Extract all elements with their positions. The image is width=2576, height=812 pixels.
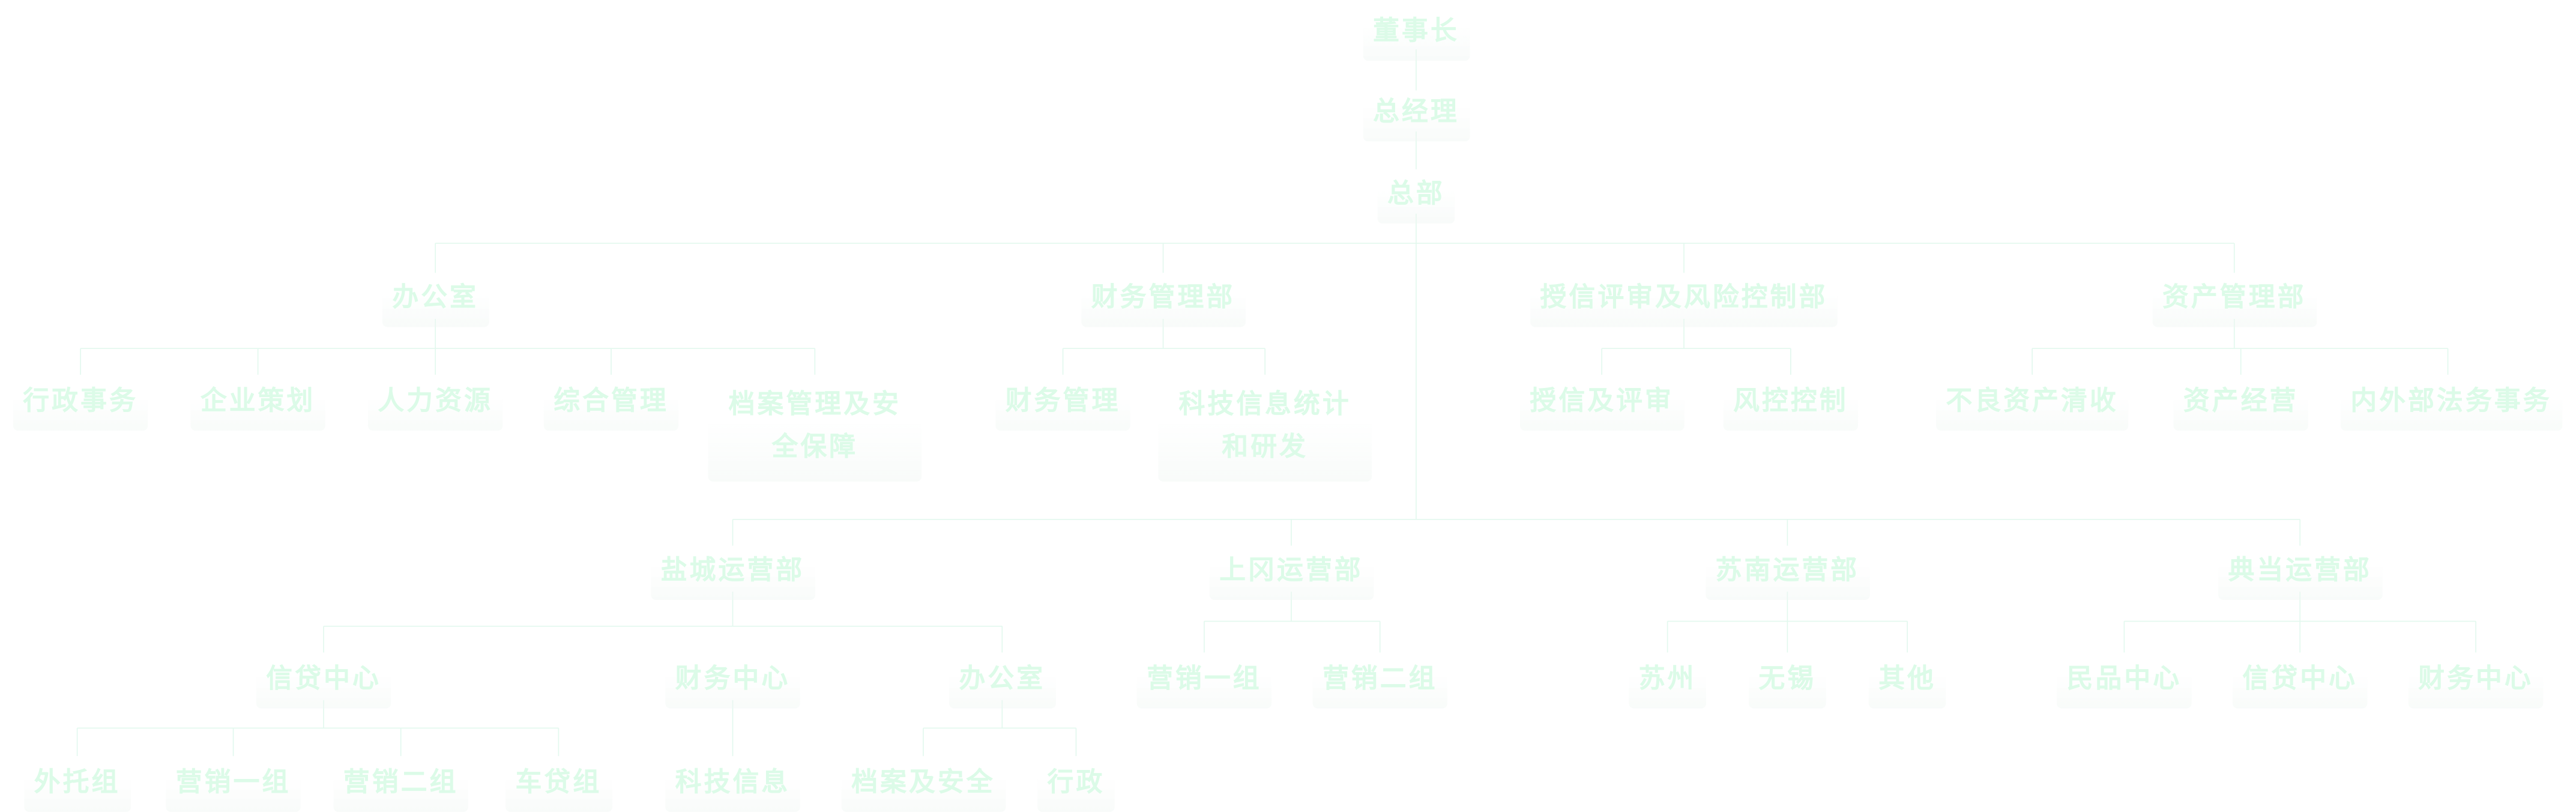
node-chairman[interactable]: 董事长 xyxy=(1363,5,1470,61)
node-yc-office[interactable]: 办公室 xyxy=(949,652,1055,709)
node-yc-sales-group-1[interactable]: 营销一组 xyxy=(166,756,301,812)
node-administration[interactable]: 行政 xyxy=(1037,756,1115,812)
node-finance-dept[interactable]: 财务管理部 xyxy=(1081,271,1245,327)
node-credit-review[interactable]: 授信及评审 xyxy=(1520,374,1684,431)
node-outsourcing-group[interactable]: 外托组 xyxy=(24,756,130,812)
node-yc-credit-center[interactable]: 信贷中心 xyxy=(256,652,391,709)
node-headquarters[interactable]: 总部 xyxy=(1377,168,1455,224)
node-other[interactable]: 其他 xyxy=(1868,652,1946,709)
node-finance-mgmt[interactable]: 财务管理 xyxy=(995,374,1130,431)
node-shanggang-ops[interactable]: 上冈运营部 xyxy=(1209,544,1374,600)
node-pawn-finance-center[interactable]: 财务中心 xyxy=(2408,652,2544,709)
node-yc-sales-group-2[interactable]: 营销二组 xyxy=(333,756,468,812)
node-hr[interactable]: 人力资源 xyxy=(367,374,503,431)
node-sg-sales-group-1[interactable]: 营销一组 xyxy=(1136,652,1272,709)
node-pawn-credit-center[interactable]: 信贷中心 xyxy=(2233,652,2368,709)
node-archives-security[interactable]: 档案管理及安全保障 xyxy=(708,380,922,482)
node-sunan-ops[interactable]: 苏南运营部 xyxy=(1706,544,1869,600)
node-asset-dept[interactable]: 资产管理部 xyxy=(2152,271,2316,327)
node-goods-center[interactable]: 民品中心 xyxy=(2057,652,2192,709)
node-admin-affairs[interactable]: 行政事务 xyxy=(13,374,148,431)
node-yancheng-ops[interactable]: 盐城运营部 xyxy=(651,544,815,600)
node-planning[interactable]: 企业策划 xyxy=(190,374,325,431)
node-npl-recovery[interactable]: 不良资产清收 xyxy=(1936,374,2129,431)
node-risk-control[interactable]: 风控控制 xyxy=(1723,374,1859,431)
node-suzhou[interactable]: 苏州 xyxy=(1629,652,1706,709)
node-legal-affairs[interactable]: 内外部法务事务 xyxy=(2340,374,2562,431)
node-credit-risk-dept[interactable]: 授信评审及风险控制部 xyxy=(1530,271,1838,327)
node-general-mgmt[interactable]: 综合管理 xyxy=(543,374,679,431)
node-pawn-ops[interactable]: 典当运营部 xyxy=(2218,544,2382,600)
node-yc-finance-center[interactable]: 财务中心 xyxy=(665,652,800,709)
node-tech-stats[interactable]: 科技信息统计和研发 xyxy=(1158,380,1372,482)
node-tech-info[interactable]: 科技信息 xyxy=(665,756,800,812)
node-wuxi[interactable]: 无锡 xyxy=(1749,652,1826,709)
node-archives-safety[interactable]: 档案及安全 xyxy=(841,756,1006,812)
node-office[interactable]: 办公室 xyxy=(382,271,489,327)
node-general-manager[interactable]: 总经理 xyxy=(1363,85,1470,142)
node-sg-sales-group-2[interactable]: 营销二组 xyxy=(1312,652,1447,709)
node-asset-operation[interactable]: 资产经营 xyxy=(2173,374,2308,431)
node-car-loan-group[interactable]: 车贷组 xyxy=(505,756,612,812)
